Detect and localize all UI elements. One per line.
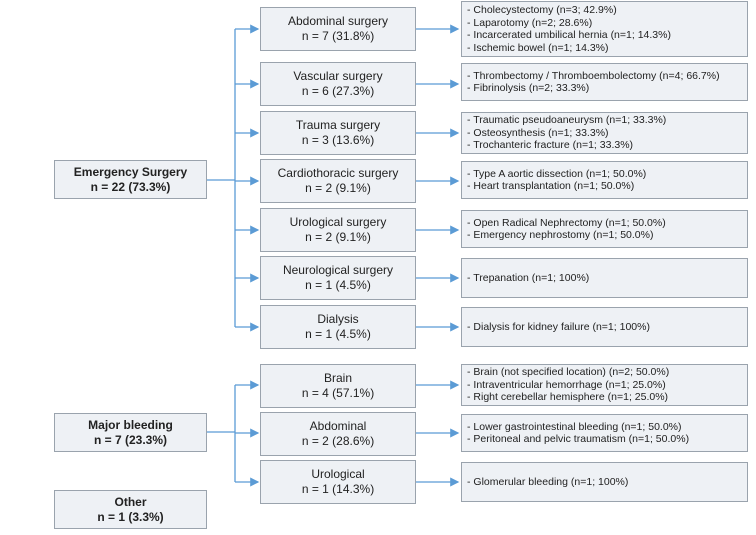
detail-urological-bleeding: - Glomerular bleeding (n=1; 100%)	[461, 462, 748, 502]
detail-item: - Glomerular bleeding (n=1; 100%)	[467, 475, 629, 488]
emergency-surgery-label: Emergency Surgery	[73, 164, 188, 179]
detail-neurological-surgery: - Trepanation (n=1; 100%)	[461, 258, 748, 298]
category-vascular-surgery: Vascular surgery n = 6 (27.3%)	[260, 62, 416, 106]
category-urological-bleeding: Urological n = 1 (14.3%)	[260, 460, 416, 504]
detail-urological-surgery: - Open Radical Nephrectomy (n=1; 50.0%) …	[461, 210, 748, 248]
other-label: Other	[114, 494, 147, 509]
detail-item: - Ischemic bowel (n=1; 14.3%)	[467, 41, 609, 54]
category-name: Urological surgery	[289, 215, 387, 229]
category-count: n = 3 (13.6%)	[301, 133, 375, 147]
detail-item: - Dialysis for kidney failure (n=1; 100%…	[467, 320, 650, 333]
category-count: n = 1 (14.3%)	[301, 482, 375, 496]
detail-cardiothoracic-surgery: - Type A aortic dissection (n=1; 50.0%) …	[461, 161, 748, 199]
category-neurological-surgery: Neurological surgery n = 1 (4.5%)	[260, 256, 416, 300]
category-name: Urological	[311, 467, 365, 481]
detail-item: - Traumatic pseudoaneurysm (n=1; 33.3%)	[467, 114, 667, 127]
major-bleeding-label: Major bleeding	[88, 417, 173, 432]
detail-item: - Osteosynthesis (n=1; 33.3%)	[467, 126, 609, 139]
category-name: Abdominal	[309, 419, 367, 433]
category-count: n = 2 (28.6%)	[301, 434, 375, 448]
detail-vascular-surgery: - Thrombectomy / Thromboembolectomy (n=4…	[461, 63, 748, 101]
category-name: Cardiothoracic surgery	[277, 166, 399, 180]
detail-item: - Fibrinolysis (n=2; 33.3%)	[467, 82, 590, 94]
other-count: n = 1 (3.3%)	[97, 509, 164, 524]
category-abdominal-bleeding: Abdominal n = 2 (28.6%)	[260, 412, 416, 456]
detail-item: - Trepanation (n=1; 100%)	[467, 271, 590, 284]
major-bleeding-box: Major bleeding n = 7 (23.3%)	[54, 413, 207, 452]
detail-item: - Right cerebellar hemisphere (n=1; 25.0…	[467, 391, 669, 404]
detail-item: - Type A aortic dissection (n=1; 50.0%)	[467, 167, 647, 180]
detail-dialysis: - Dialysis for kidney failure (n=1; 100%…	[461, 307, 748, 347]
category-count: n = 6 (27.3%)	[301, 84, 375, 98]
detail-item: - Intraventricular hemorrhage (n=1; 25.0…	[467, 378, 666, 391]
detail-item: - Incarcerated umbilical hernia (n=1; 14…	[467, 29, 671, 41]
other-box: Other n = 1 (3.3%)	[54, 490, 207, 529]
detail-item: - Peritoneal and pelvic traumatism (n=1;…	[467, 433, 690, 445]
category-abdominal-surgery: Abdominal surgery n = 7 (31.8%)	[260, 7, 416, 51]
category-trauma-surgery: Trauma surgery n = 3 (13.6%)	[260, 111, 416, 155]
detail-item: - Trochanteric fracture (n=1; 33.3%)	[467, 139, 634, 152]
detail-item: - Brain (not specified location) (n=2; 5…	[467, 366, 670, 379]
category-name: Brain	[323, 371, 352, 385]
category-dialysis: Dialysis n = 1 (4.5%)	[260, 305, 416, 349]
detail-trauma-surgery: - Traumatic pseudoaneurysm (n=1; 33.3%) …	[461, 112, 748, 154]
category-name: Vascular surgery	[293, 69, 383, 83]
detail-item: - Thrombectomy / Thromboembolectomy (n=4…	[467, 69, 720, 82]
category-name: Dialysis	[317, 312, 359, 326]
category-name: Neurological surgery	[282, 263, 394, 277]
category-count: n = 4 (57.1%)	[301, 386, 375, 400]
category-count: n = 1 (4.5%)	[305, 278, 371, 292]
category-count: n = 7 (31.8%)	[301, 29, 375, 43]
category-urological-surgery: Urological surgery n = 2 (9.1%)	[260, 208, 416, 252]
detail-item: - Cholecystectomy (n=3; 42.9%)	[467, 4, 617, 16]
detail-abdominal-bleeding: - Lower gastrointestinal bleeding (n=1; …	[461, 414, 748, 452]
category-count: n = 2 (9.1%)	[305, 230, 371, 244]
detail-abdominal-surgery: - Cholecystectomy (n=3; 42.9%) - Laparot…	[461, 1, 748, 57]
detail-brain: - Brain (not specified location) (n=2; 5…	[461, 364, 748, 406]
detail-item: - Laparotomy (n=2; 28.6%)	[467, 16, 593, 29]
category-count: n = 2 (9.1%)	[305, 181, 371, 195]
emergency-surgery-count: n = 22 (73.3%)	[90, 179, 171, 194]
category-cardiothoracic-surgery: Cardiothoracic surgery n = 2 (9.1%)	[260, 159, 416, 203]
category-brain: Brain n = 4 (57.1%)	[260, 364, 416, 408]
category-name: Trauma surgery	[295, 118, 381, 132]
detail-item: - Lower gastrointestinal bleeding (n=1; …	[467, 420, 682, 433]
category-name: Abdominal surgery	[287, 14, 389, 28]
detail-item: - Emergency nephrostomy (n=1; 50.0%)	[467, 229, 654, 241]
emergency-surgery-box: Emergency Surgery n = 22 (73.3%)	[54, 160, 207, 199]
major-bleeding-count: n = 7 (23.3%)	[93, 432, 168, 447]
category-count: n = 1 (4.5%)	[305, 327, 371, 341]
detail-item: - Heart transplantation (n=1; 50.0%)	[467, 180, 635, 192]
detail-item: - Open Radical Nephrectomy (n=1; 50.0%)	[467, 216, 666, 229]
